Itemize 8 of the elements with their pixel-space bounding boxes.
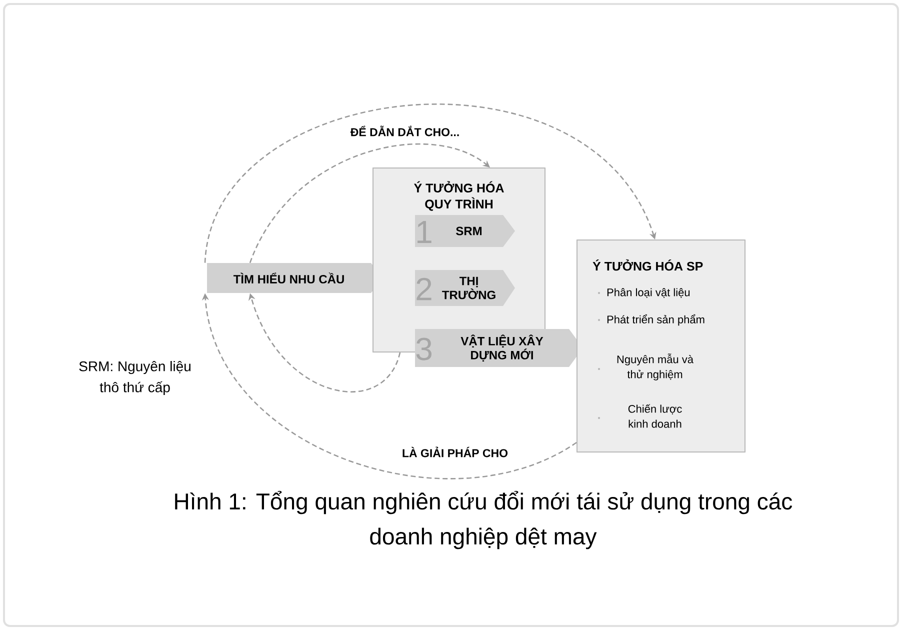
- edge-label: LÀ GIẢI PHÁP CHO: [400, 444, 510, 460]
- dashed-arrow: [204, 104, 656, 263]
- edge-label: ĐỂ DẪN DẮT CHO...: [348, 124, 462, 138]
- dashed-arrow: [249, 144, 490, 264]
- caption: Hình 1: Tổng quan nghiên cứu đổi mới tái sử dụng trong các doanh nghiệp dệt may: [175, 490, 792, 550]
- step-banner: TÌM HIỂU NHU CẦU: [207, 263, 383, 293]
- note-text: SRM: Nguyên liệu thô thứ cấp: [79, 360, 190, 396]
- process-box: Ý TƯỞNG HÓA SP Phân loại vật liệu Phát triển sản phẩm Nguyên mẫu và thử nghiệm Chiến lược kinh doanh: [576, 240, 746, 452]
